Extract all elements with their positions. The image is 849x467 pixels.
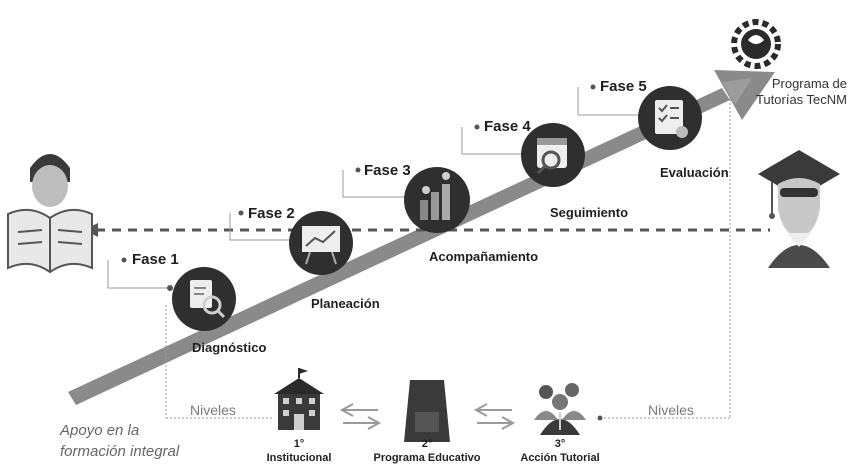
level-2-name: Programa Educativo <box>373 452 481 464</box>
levels-right-dot <box>597 415 603 421</box>
tecnm-gear-logo <box>731 19 781 69</box>
phase-3-label: Fase 3 <box>364 162 411 179</box>
level-2-number: 2° <box>421 438 433 450</box>
levels-label-left: Niveles <box>190 402 236 418</box>
phase-3-circle <box>404 167 470 233</box>
phase-2-circle <box>289 211 353 275</box>
levels-label-right: Niveles <box>648 402 694 418</box>
checklist-badge-icon <box>655 100 688 138</box>
step-acompanamiento-label: Acompañamiento <box>429 249 539 264</box>
phase-1-circle <box>172 267 236 331</box>
support-text: Apoyo en la formación integral <box>60 420 179 462</box>
graduate-cap-icon <box>758 150 840 268</box>
program-title-line-2: Tutorías TecNM <box>755 92 847 107</box>
group-people-icon <box>534 383 586 435</box>
step-diagnostico-label: Diagnóstico <box>192 340 267 355</box>
support-text-line-2: formación integral <box>60 443 180 460</box>
program-title-line-1: Programa de <box>771 76 847 91</box>
support-text-line-1: Apoyo en la <box>60 422 140 439</box>
step-planeacion-label: Planeación <box>311 296 380 311</box>
magnifier-document-icon <box>190 280 226 319</box>
climbing-figures-icon <box>420 172 450 220</box>
exchange-arrows-2 <box>473 403 516 430</box>
level-3-name: Acción Tutorial <box>520 452 600 464</box>
level-1-number: 1° <box>293 438 305 450</box>
student-reading-icon <box>7 154 93 274</box>
phase-1-label: Fase 1 <box>132 251 179 268</box>
podium-person-icon <box>404 380 450 442</box>
program-title: Programa de Tutorías TecNM <box>756 76 847 108</box>
phase-5-label: Fase 5 <box>600 78 647 95</box>
level-3-number: 3° <box>554 438 566 450</box>
presentation-chart-icon <box>302 226 340 265</box>
phase-4-label: Fase 4 <box>484 118 531 135</box>
exchange-arrows-1 <box>339 403 382 430</box>
building-icon <box>274 368 324 430</box>
level-1-name: Institucional <box>266 452 332 464</box>
step-evaluacion-label: Evaluación <box>660 165 729 180</box>
calendar-search-icon <box>536 138 567 175</box>
phase-5-circle <box>638 86 702 150</box>
phase-4-circle <box>521 123 585 187</box>
step-seguimiento-label: Seguimiento <box>550 205 629 220</box>
phase-leader-lines <box>107 87 642 289</box>
phase-2-label: Fase 2 <box>248 205 295 222</box>
